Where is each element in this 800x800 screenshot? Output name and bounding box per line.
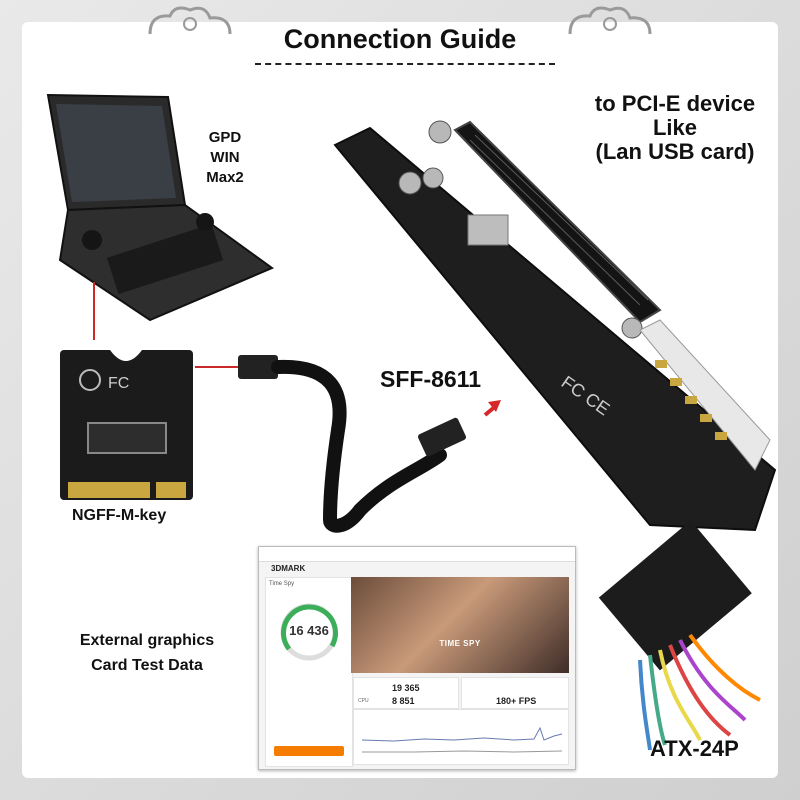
device-label-line: Max2	[206, 169, 244, 186]
svg-text:FC: FC	[108, 375, 129, 392]
atx-connector-image	[598, 520, 761, 751]
benchmark-screenshot: 3DMARK Time Spy 16 436 TIME SPY 19 365 C…	[258, 546, 576, 770]
pcie-label-line: (Lan USB card)	[595, 139, 755, 164]
monitoring-chart	[353, 709, 569, 765]
laptop-image	[46, 93, 275, 322]
device-label-line: WIN	[210, 149, 240, 166]
score-panel: Time Spy 16 436	[265, 577, 353, 767]
cloud-ornament-icon	[148, 6, 232, 35]
ngff-card-image: FC	[60, 350, 193, 500]
sff-cable-image	[238, 355, 467, 533]
pcie-adapter-board-image: FC CE	[333, 120, 777, 532]
benchmark-app-name: 3DMARK	[271, 564, 306, 573]
atx-label: ATX-24P	[650, 736, 739, 761]
benchmark-hero-image: TIME SPY	[351, 577, 569, 673]
cpu-score-label: CPU	[358, 698, 369, 704]
ngff-label: NGFF-M-key	[72, 507, 167, 524]
device-label: GPD WIN Max2	[195, 128, 255, 188]
details-button[interactable]	[274, 746, 344, 756]
pcie-label-line: to PCI-E device	[594, 91, 756, 116]
fps-value: 180+ FPS	[496, 696, 537, 706]
graphics-label: External graphics Card Test Data	[62, 628, 232, 678]
sff-label: SFF-8611	[380, 366, 481, 392]
monitoring-graph	[361, 726, 563, 753]
test-name: Time Spy	[269, 581, 295, 587]
graphics-label-line: External graphics	[79, 632, 215, 649]
benchmark-titlebar	[259, 547, 575, 562]
pcie-label-line: Like	[652, 115, 698, 140]
gpu-score-box: 19 365 CPU 8 851	[353, 677, 459, 709]
fps-box: 180+ FPS	[461, 677, 569, 709]
graphics-label-line: Card Test Data	[91, 657, 203, 674]
hero-label: TIME SPY	[439, 639, 481, 648]
cloud-ornament-icon	[568, 6, 652, 35]
arrow-icon	[488, 400, 501, 412]
page-title: Connection Guide	[283, 24, 517, 54]
gpu-score: 19 365	[392, 683, 420, 693]
score-gauge-icon	[280, 603, 338, 661]
device-label-line: GPD	[208, 129, 242, 146]
title-divider	[255, 63, 555, 65]
cpu-score: 8 851	[392, 696, 415, 706]
overall-score: 16 436	[289, 623, 329, 638]
pcie-label: to PCI-E device Like (Lan USB card)	[570, 92, 780, 164]
